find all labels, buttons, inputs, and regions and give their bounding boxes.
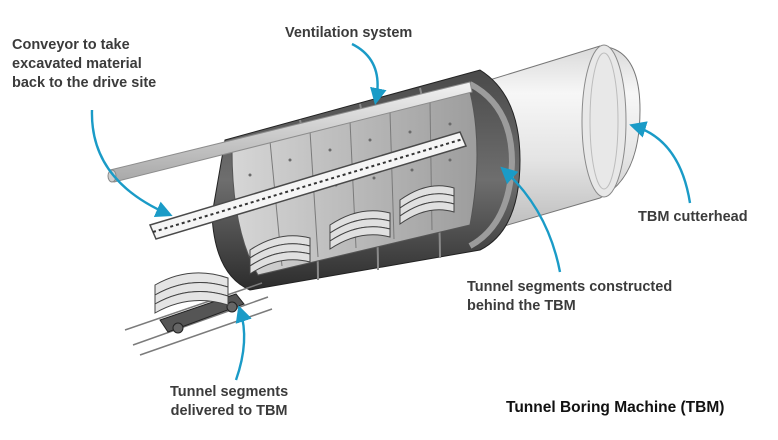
label-conveyor-line-1: Conveyor to take xyxy=(12,37,130,53)
label-ventilation: Ventilation system xyxy=(285,24,412,43)
label-segments-constructed-line-2: behind the TBM xyxy=(467,298,576,314)
label-segments-delivered-line-2: delivered to TBM xyxy=(170,403,288,419)
label-cutterhead-line-1: TBM cutterhead xyxy=(638,209,748,225)
label-ventilation-line-1: Ventilation system xyxy=(285,25,413,41)
label-segments-delivered-line-1: Tunnel segments xyxy=(170,384,289,400)
label-conveyor: Conveyor to take excavated material back… xyxy=(12,36,156,93)
callout-arrows xyxy=(90,42,692,381)
label-segments-constructed: Tunnel segments constructed behind the T… xyxy=(467,278,672,316)
label-segments-constructed-line-1: Tunnel segments constructed xyxy=(467,279,673,295)
arrow-cutterhead xyxy=(629,121,692,204)
label-segments-delivered: Tunnel segments delivered to TBM xyxy=(170,383,288,421)
label-conveyor-line-2: excavated material xyxy=(12,56,142,72)
segment-stacks-inside xyxy=(249,185,455,275)
label-cutterhead: TBM cutterhead xyxy=(638,208,748,227)
ventilation-pipe xyxy=(107,81,473,183)
diagram-title: Tunnel Boring Machine (TBM) xyxy=(506,399,725,416)
conveyor-belt xyxy=(148,131,468,240)
segment-delivery-cart xyxy=(154,272,245,334)
arrow-segments-delivered xyxy=(234,305,252,381)
label-conveyor-line-3: back to the drive site xyxy=(12,75,157,91)
arrow-conveyor xyxy=(90,109,173,217)
arrow-segments-constructed xyxy=(500,166,562,273)
arrow-ventilation xyxy=(351,42,387,105)
